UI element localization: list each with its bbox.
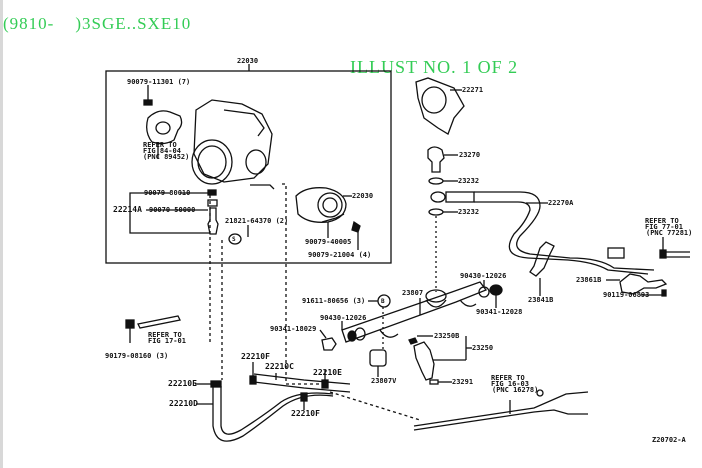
label-90341-18029: 90341-18029	[270, 325, 317, 333]
clamp-22210E-r-part	[321, 379, 329, 389]
label-23232-a: 23232	[458, 177, 480, 185]
bolt-part	[143, 99, 153, 106]
illust-number-header: ILLUST NO. 1 OF 2	[350, 57, 519, 77]
gasket-part	[321, 213, 345, 223]
label-23250: 23250	[472, 344, 494, 352]
label-refer-pipe-2: FIG 16-03	[491, 380, 529, 388]
label-refer-pipe-1: REFER TO	[491, 374, 525, 382]
collar-part	[354, 327, 366, 341]
injector-part	[413, 341, 435, 381]
throttle-sensor-part	[146, 110, 183, 145]
gasket-23232-b-part	[428, 208, 444, 216]
regulator-23270-part	[427, 146, 445, 173]
clamp-22210E-l-part	[210, 380, 222, 388]
circle-s-mark	[228, 233, 242, 245]
water-pipe-part	[413, 389, 589, 431]
label-90070-50000: 90070-50000	[149, 206, 196, 214]
label-refer-sensor-1: REFER TO	[143, 141, 177, 149]
bracket-23841B-part	[529, 241, 555, 277]
label-23841B: 23841B	[528, 296, 554, 304]
label-22030-assy: 22030	[237, 57, 259, 65]
stud-refer-part	[137, 315, 181, 329]
label-90341-12028: 90341-12028	[476, 308, 523, 316]
label-23232-b: 23232	[458, 208, 480, 216]
gasket-22271-part	[415, 77, 465, 135]
label-refer-fuel-3: (PNC 77281)	[646, 229, 693, 237]
insulator-23807V-part	[369, 349, 387, 367]
label-22214A: 22214A	[113, 205, 142, 214]
label-refer-stud-1: REFER TO	[148, 331, 182, 339]
label-90119-06893: 90119-06893	[603, 291, 650, 299]
model-code-header: (9810- )3SGE..SXE10	[3, 14, 192, 33]
clamp-23861B-part	[619, 273, 668, 295]
label-refer-sensor-3: (PNC 89452)	[143, 153, 190, 161]
screw-part	[351, 220, 361, 233]
seal-23291-part	[429, 379, 439, 385]
label-22270A: 22270A	[548, 199, 574, 207]
clamp-22210F-b-part	[300, 392, 308, 402]
label-refer-stud-2: FIG 17-01	[148, 337, 186, 345]
label-90079-80010: 90079-80010	[144, 189, 191, 197]
gasket-bore	[421, 86, 447, 114]
window-left-edge	[0, 0, 3, 468]
label-22210E-l: 22210E	[168, 379, 197, 388]
label-refer-pipe-3: (PNC 16278)	[492, 386, 539, 394]
water-hose-22210C-part	[253, 373, 351, 393]
label-90430-12026-l: 90430-12026	[320, 314, 367, 322]
idle-speed-valve-part	[295, 187, 347, 223]
o-ring-90430-l-part	[347, 330, 357, 342]
fuel-hose-22270A-part	[430, 191, 655, 275]
label-23291: 23291	[452, 378, 474, 386]
leader-bracket-22214A	[129, 192, 210, 234]
label-23270: 23270	[459, 151, 481, 159]
leader-90341-18029	[319, 329, 327, 339]
washer-part	[207, 199, 218, 207]
fuel-line-connector-part	[659, 249, 667, 259]
label-90079-21004: 90079-21004 (4)	[308, 251, 372, 259]
delivery-pipe-23807-part	[341, 281, 488, 343]
stud-part	[207, 207, 219, 235]
nut-part	[207, 189, 217, 196]
label-circle-b: B	[381, 298, 385, 305]
label-22210F-b: 22210F	[291, 409, 320, 418]
label-circle-s: S	[232, 236, 236, 243]
label-refer-fuel-2: FIG 77-01	[645, 223, 683, 231]
o-ring-23250B-part	[408, 337, 418, 345]
label-23861B: 23861B	[576, 276, 602, 284]
label-22210D: 22210D	[169, 399, 198, 408]
label-22271: 22271	[462, 86, 484, 94]
plug-90341-part	[489, 284, 503, 296]
label-23807V: 23807V	[371, 377, 397, 385]
nut-90179-part	[125, 319, 135, 329]
label-23250B: 23250B	[434, 332, 460, 340]
label-22210F-a: 22210F	[241, 352, 270, 361]
label-21821: 21821-64370 (2)	[225, 217, 289, 225]
label-91611-80656: 91611-80656 (3)	[302, 297, 366, 305]
dashed-guide-3	[282, 183, 326, 385]
label-refer-sensor-2: FIG 84-04	[143, 147, 181, 155]
label-23807: 23807	[402, 289, 424, 297]
clamp-22210F-a-part	[249, 375, 257, 385]
circle-b-mark	[377, 294, 391, 308]
dashed-guide-6	[329, 391, 421, 421]
label-90179-08160: 90179-08160 (3)	[105, 352, 169, 360]
label-22030: 22030	[352, 192, 374, 200]
label-refer-fuel-1: REFER TO	[645, 217, 679, 225]
plug-90341-18029-part	[321, 337, 337, 351]
gasket-23232-a-part	[428, 177, 444, 185]
figure-id: Z20702-A	[652, 436, 686, 444]
bolt-90119-part	[661, 289, 667, 297]
label-22210C: 22210C	[265, 362, 294, 371]
throttle-body-part	[191, 99, 275, 190]
hose-fitting-part	[607, 247, 625, 259]
label-bolt-90079: 90079-11301 (7)	[127, 78, 191, 86]
label-22210E-r: 22210E	[313, 368, 342, 377]
label-90430-12026-r: 90430-12026	[460, 272, 507, 280]
label-90079-40005: 90079-40005	[305, 238, 352, 246]
